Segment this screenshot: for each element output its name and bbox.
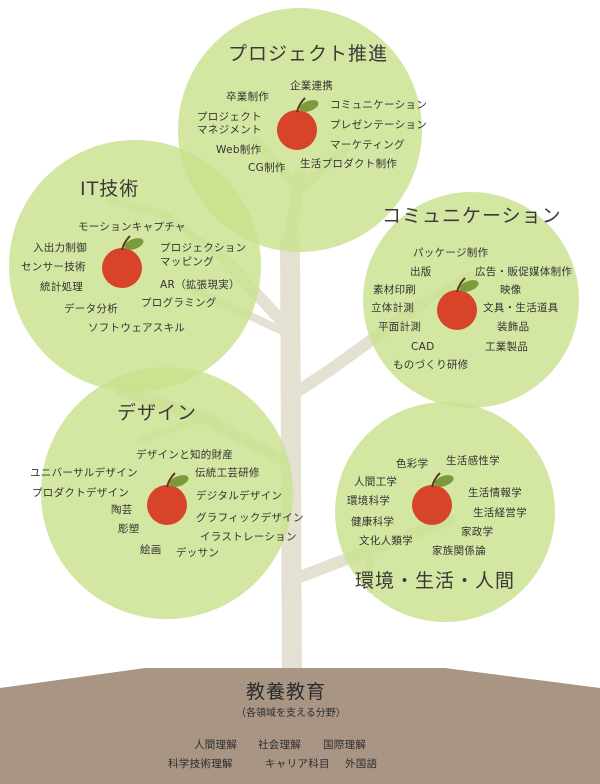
keyword: 素材印刷 [373,284,417,296]
apple-icon [412,472,454,525]
apple-icon [277,97,319,150]
keyword: ものづくり研修 [393,359,469,371]
keyword: 統計処理 [40,281,84,293]
keyword: 生活プロダクト制作 [300,158,398,170]
cluster-title-comm: コミュニケーション [382,205,562,227]
keyword: プロダクトデザイン [32,487,130,499]
base-item: キャリア科目 [265,758,330,770]
keyword: 生活感性学 [446,455,500,467]
keyword: パッケージ制作 [413,247,489,259]
keyword: 工業製品 [485,341,529,353]
keyword: 陶芸 [111,504,133,516]
base-item: 人間理解 [194,739,238,751]
keyword: 生活経営学 [473,507,527,519]
keyword: 卒業制作 [226,91,270,103]
keyword: デザインと知的財産 [136,449,234,461]
keyword: センサー技術 [21,261,86,273]
keyword: 入出力制御 [33,242,87,254]
cluster-title-project: プロジェクト推進 [228,43,389,65]
base-title: 教養教育 [246,681,327,703]
keyword: 広告・販促媒体制作 [475,266,573,278]
apple-icon [102,235,144,288]
keyword: 人間工学 [354,476,398,488]
keyword: 彫塑 [118,523,140,535]
apple-icon [147,472,189,525]
keyword: マッピング [160,256,214,268]
keyword: 文具・生活道具 [483,302,559,314]
base-subtitle: （各領域を支える分野） [236,708,346,719]
keyword: CG制作 [248,162,286,174]
cluster-title-it: IT技術 [80,178,140,200]
keyword: プロジェクション [160,242,247,254]
keyword: 家族関係論 [432,545,486,557]
base-item: 国際理解 [323,739,367,751]
keyword: マーケティング [330,139,405,151]
base-item: 外国語 [345,758,378,770]
keyword: 家政学 [461,526,494,538]
keyword: 色彩学 [396,458,429,470]
cluster-title-design: デザイン [117,402,198,424]
keyword: 健康科学 [351,516,395,528]
keyword: プログラミング [141,297,217,309]
keyword: 映像 [500,284,522,296]
keyword: デジタルデザイン [196,490,283,502]
keyword: プロジェクト [197,111,262,123]
keyword: モーションキャプチャ [78,221,186,233]
keyword: マネジメント [197,124,262,136]
keyword: 文化人類学 [359,535,413,547]
ground-base [0,668,600,784]
keyword: イラストレーション [200,531,297,543]
keyword: 企業連携 [290,80,334,92]
base-item: 社会理解 [258,739,302,751]
keyword: AR（拡張現実） [160,279,240,291]
keyword: 出版 [410,266,432,278]
keyword: ソフトウェアスキル [88,322,186,334]
keyword: 環境科学 [347,495,391,507]
keyword: 立体計測 [371,302,415,314]
keyword: ユニバーサルデザイン [30,467,138,479]
keyword: デッサン [176,547,220,559]
keyword: データ分析 [64,303,118,315]
keyword: プレゼンテーション [330,119,427,131]
apple-icon [437,277,479,330]
keyword: 絵画 [140,544,162,556]
keyword: 装飾品 [497,321,530,333]
keyword: CAD [411,341,435,353]
apple-icons [102,97,479,525]
keyword: Web制作 [216,144,262,156]
keyword: グラフィックデザイン [196,512,304,524]
keyword: 生活情報学 [468,487,522,499]
base-item: 科学技術理解 [168,758,233,770]
keyword: コミュニケーション [330,99,427,111]
keyword: 平面計測 [378,321,422,333]
keyword: 伝統工芸研修 [195,467,260,479]
cluster-title-env: 環境・生活・人間 [355,570,516,592]
